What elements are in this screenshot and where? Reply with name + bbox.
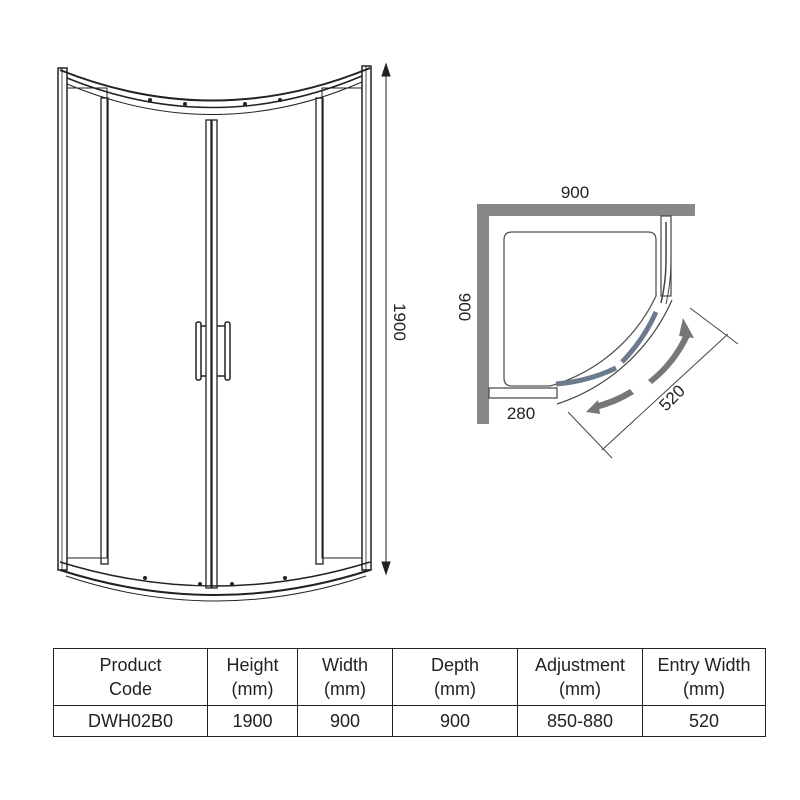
door-handles [195,321,231,381]
right-fixed-panel-edge [315,97,324,565]
header-line: Adjustment [534,655,626,675]
right-wall-profile [361,65,372,571]
cell-height: 1900 [207,705,298,737]
left-wall-profile [57,67,68,571]
header-height: Height (mm) [207,648,298,706]
enclosure-front-view [57,65,372,602]
cell-adjustment: 850-880 [517,705,643,737]
cell-depth: 900 [392,705,518,737]
header-line: Entry Width [657,655,751,675]
back-wall [477,204,695,216]
header-line: (mm) [324,679,366,699]
shower-tray-outline [503,231,657,387]
top-curved-rail [59,67,371,102]
header-line: Product [99,655,162,675]
plan-depth-label: 900 [455,293,474,321]
left-sliding-door-edge [205,119,212,589]
header-line: Height [226,655,279,675]
header-line: Width [321,655,368,675]
bottom-curved-rail [59,561,371,587]
header-depth: Depth (mm) [392,648,518,706]
plan-return-label: 280 [507,404,535,423]
door-slide-arrows [586,318,694,414]
right-sliding-door-edge [211,119,218,589]
plan-entry-width-label: 520 [655,381,688,414]
header-line: (mm) [559,679,601,699]
header-line: (mm) [683,679,725,699]
spec-table: Product Code Height (mm) Width (mm) Dept… [53,648,766,737]
spec-table-header-row: Product Code Height (mm) Width (mm) Dept… [53,648,766,706]
header-line: Code [108,679,153,699]
plan-width-label: 900 [561,183,589,202]
header-width: Width (mm) [297,648,393,706]
header-line: (mm) [231,679,274,699]
header-product-code: Product Code [53,648,208,706]
height-dimension-label: 1900 [390,303,409,341]
header-line: Depth [430,655,480,675]
side-wall [477,204,489,424]
cell-width: 900 [297,705,393,737]
height-dimension [381,62,391,576]
spec-table-row: DWH02B0 1900 900 900 850-880 520 [53,705,766,737]
header-entry-width: Entry Width (mm) [642,648,766,706]
curved-fixed-panel-upper [660,222,667,304]
plan-view [477,204,739,459]
header-line: (mm) [434,679,476,699]
cell-entry-width: 520 [642,705,766,737]
left-fixed-panel-edge [100,97,109,565]
cell-product-code: DWH02B0 [53,705,208,737]
sliding-door-lower [555,365,618,387]
sliding-door-upper [620,310,659,364]
header-adjustment: Adjustment (mm) [517,648,643,706]
